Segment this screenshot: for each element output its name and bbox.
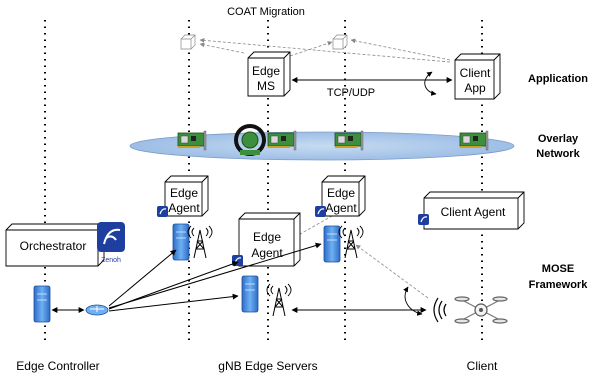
router-icon <box>85 304 109 316</box>
client-agent-box[interactable]: Client Agent <box>417 191 525 230</box>
client-app-label-line1: Client <box>460 66 491 80</box>
edge-agent-label-line2: Agent <box>251 246 283 260</box>
edge-controller-server-icon <box>33 285 51 323</box>
edge-agent-box[interactable]: Edge Agent <box>156 175 209 218</box>
wireless-signal-icon <box>433 297 447 323</box>
edge-ms-label-line2: MS <box>257 79 275 93</box>
gnb-server-icon <box>172 223 190 261</box>
edge-ms-box[interactable]: Edge MS <box>247 51 291 97</box>
column-gnb-edge-servers: gNB Edge Servers <box>218 359 317 373</box>
handover-curve-arrow <box>403 286 423 316</box>
drone-icon <box>454 296 508 324</box>
edge-agent-label-line1: Edge <box>327 186 355 200</box>
network-links <box>51 242 427 313</box>
tower-icon <box>266 283 292 317</box>
layer-application: Application <box>528 73 588 85</box>
client-app-box[interactable]: Client App <box>454 53 501 100</box>
layer-mose-line1: MOSE <box>542 263 574 275</box>
tower-icon <box>187 225 213 259</box>
ghost-ms-icon <box>180 34 196 50</box>
protocol-label: TCP/UDP <box>327 87 375 99</box>
edge-agent-box[interactable]: Edge Agent <box>231 212 301 267</box>
edge-ms-label-line1: Edge <box>252 64 280 78</box>
zenoh-icon <box>417 213 430 226</box>
zenoh-icon <box>156 205 169 218</box>
edge-agent-box[interactable]: Edge Agent <box>314 175 366 218</box>
layer-mose-line2: Framework <box>529 279 589 291</box>
edge-agent-label-line1: Edge <box>170 186 198 200</box>
edge-agent-label-line2: Agent <box>325 201 357 215</box>
edge-agent-label-line2: Agent <box>168 201 200 215</box>
orchestrator-label: Orchestrator <box>20 239 87 253</box>
tower-icon <box>338 225 364 259</box>
zenoh-icon <box>314 205 327 218</box>
client-app-label-line2: App <box>464 81 486 95</box>
edge-agent-label-line1: Edge <box>253 230 281 244</box>
gnb-server-icon <box>241 275 259 313</box>
ghost-ms-icon <box>332 34 348 50</box>
migration-arrows <box>199 37 451 299</box>
client-agent-label: Client Agent <box>441 205 506 219</box>
migration-curve-arrow <box>424 71 437 96</box>
gnb-server-icon <box>323 225 341 263</box>
orchestrator-box[interactable]: Orchestrator <box>5 223 105 267</box>
zenoh-logo: Zenoh <box>97 222 125 264</box>
layer-overlay-line2: Network <box>536 148 580 160</box>
zenoh-icon <box>231 254 244 267</box>
column-client: Client <box>467 359 498 373</box>
column-edge-controller: Edge Controller <box>16 359 99 373</box>
zenoh-logo-label: Zenoh <box>101 257 121 264</box>
overlay-network-ellipse <box>129 131 515 161</box>
migration-ring-icon <box>234 124 266 156</box>
layer-overlay-line1: Overlay <box>538 133 579 145</box>
coat-migration-label: COAT Migration <box>227 6 305 18</box>
